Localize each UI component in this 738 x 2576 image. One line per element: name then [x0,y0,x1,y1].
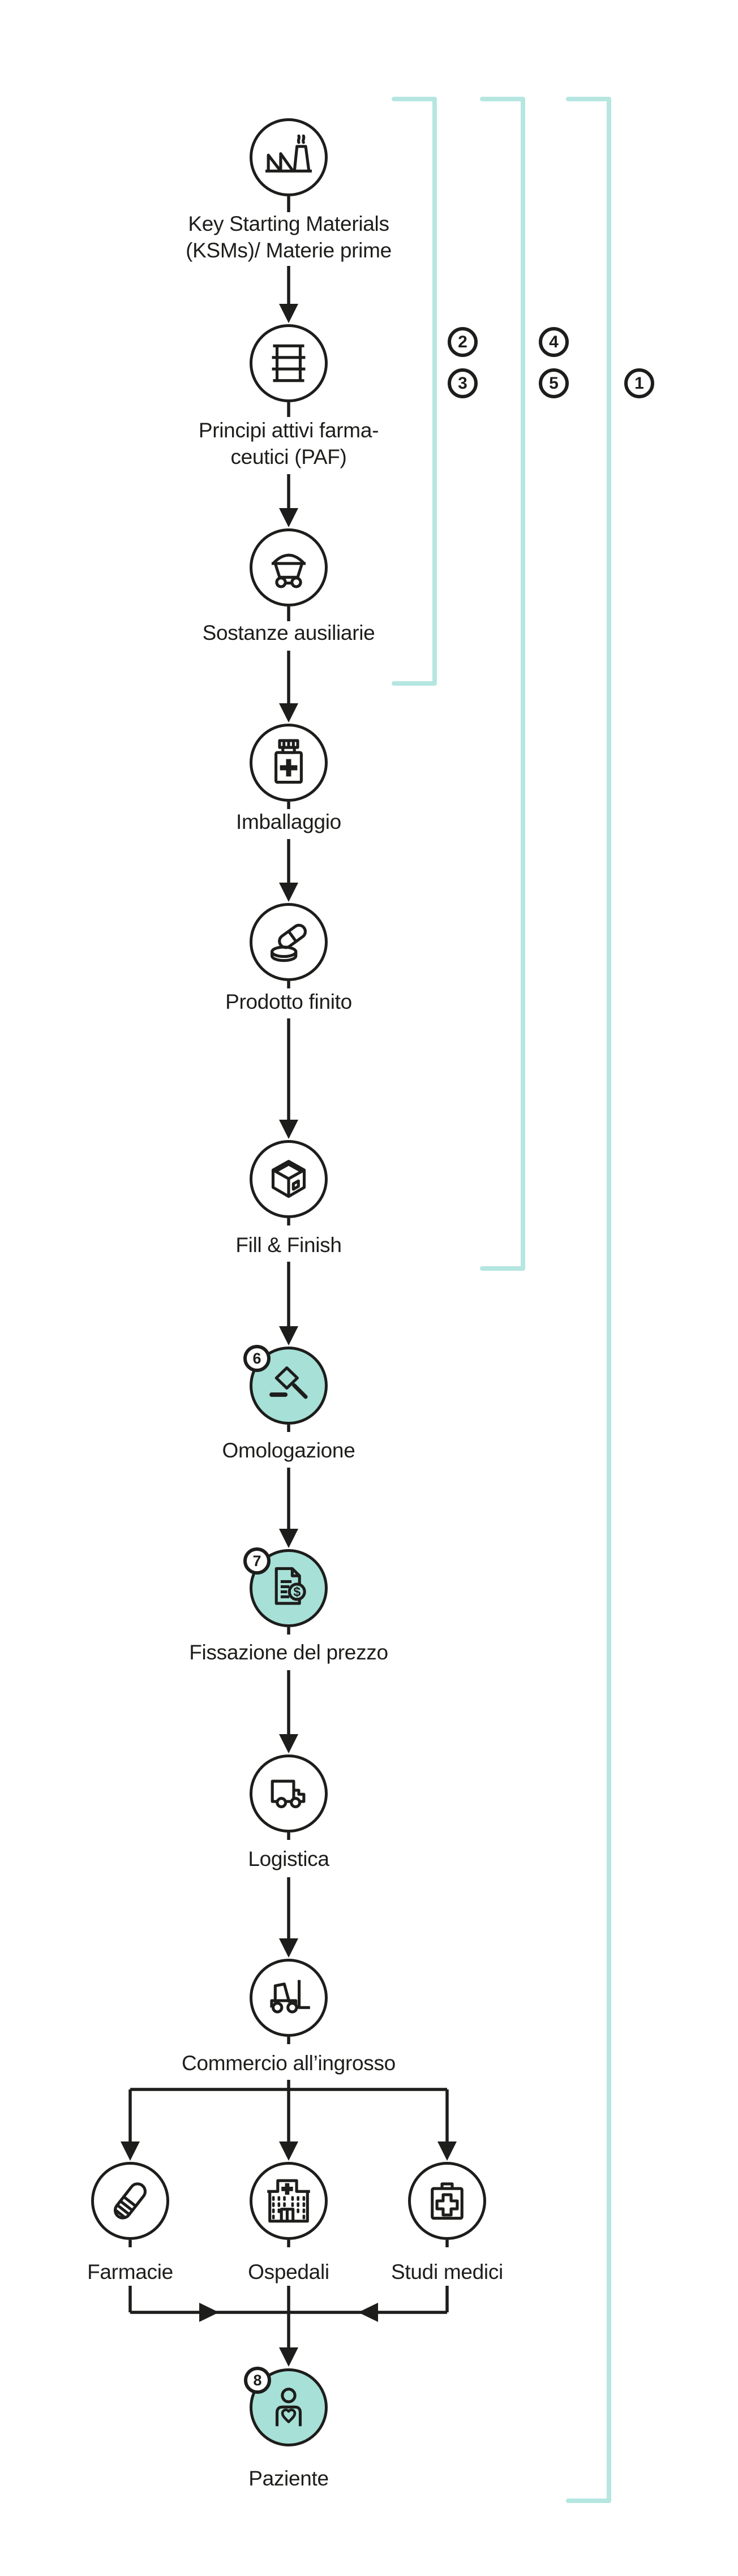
hospital-icon [267,2179,310,2223]
step-badge-7: 7 [243,1547,271,1575]
node-ospedali-label: Ospedali [248,2260,329,2283]
node-commercio-ingrosso [250,1959,328,2037]
legend-badge-1: 1 [624,368,654,398]
node-ksm [250,118,328,196]
box-icon [271,1160,306,1198]
factory-icon [265,134,312,173]
medicine-bottle-icon [274,739,303,784]
node-imballaggio [250,724,328,802]
node-studi-medici-label: Studi medici [391,2260,503,2283]
node-farmacie-label: Farmacie [87,2260,173,2283]
legend-badge-4: 4 [539,327,569,357]
node-studi-medici [408,2162,486,2240]
step-badge-6: 6 [243,1345,271,1372]
node-fill-finish [250,1140,328,1218]
node-fill-finish-label: Fill & Finish [235,1233,342,1257]
mining-cart-icon [271,553,306,588]
first-aid-kit-icon [431,2182,464,2220]
price-document-icon: $ [274,1567,306,1605]
node-logistica-label: Logistica [248,1847,329,1870]
barrel-icon [272,344,306,382]
gavel-icon [269,1366,308,1399]
node-ksm-label-line2: (KSMs)/ Materie prime [186,239,392,262]
dollar-symbol: $ [293,1585,301,1599]
node-fissazione-label: Fissazione del prezzo [189,1641,388,1664]
node-prodotto-label: Prodotto finito [225,990,352,1013]
bracket-steps-4-5 [480,97,525,1271]
pill-capsule-icon [113,2182,147,2220]
legend-badge-2: 2 [448,327,478,357]
node-farmacie [91,2162,169,2240]
forklift-icon [270,1980,310,2014]
pills-icon [271,923,307,962]
teal-brackets [392,97,611,2503]
node-paf [250,324,328,402]
flow-lines [128,196,449,2348]
node-imballaggio-label: Imballaggio [236,810,341,833]
node-commercio-label: Commercio all’ingrosso [182,2052,396,2075]
bracket-step-1 [566,97,611,2503]
flow-arrowheads [121,304,457,2367]
node-prodotto-finito [250,903,328,981]
node-paf-label-line2: ceutici (PAF) [230,445,347,468]
step-badge-8: 8 [244,2367,271,2394]
node-sostanze-label: Sostanze ausiliarie [202,621,375,644]
node-logistica [250,1754,328,1833]
node-paf-label-line1: Principi attivi farma- [198,419,379,442]
node-omologazione-label: Omologazione [222,1439,355,1462]
node-sostanze-ausiliarie [250,528,328,607]
bracket-steps-2-3 [392,97,437,686]
legend-badge-3: 3 [448,368,478,398]
node-ksm-label-line1: Key Starting Materials [188,212,389,235]
legend-badge-5: 5 [539,368,569,398]
person-heart-icon [275,2388,302,2427]
node-ospedali [250,2162,328,2240]
truck-icon [271,1779,306,1808]
node-paziente-label: Paziente [248,2467,329,2490]
